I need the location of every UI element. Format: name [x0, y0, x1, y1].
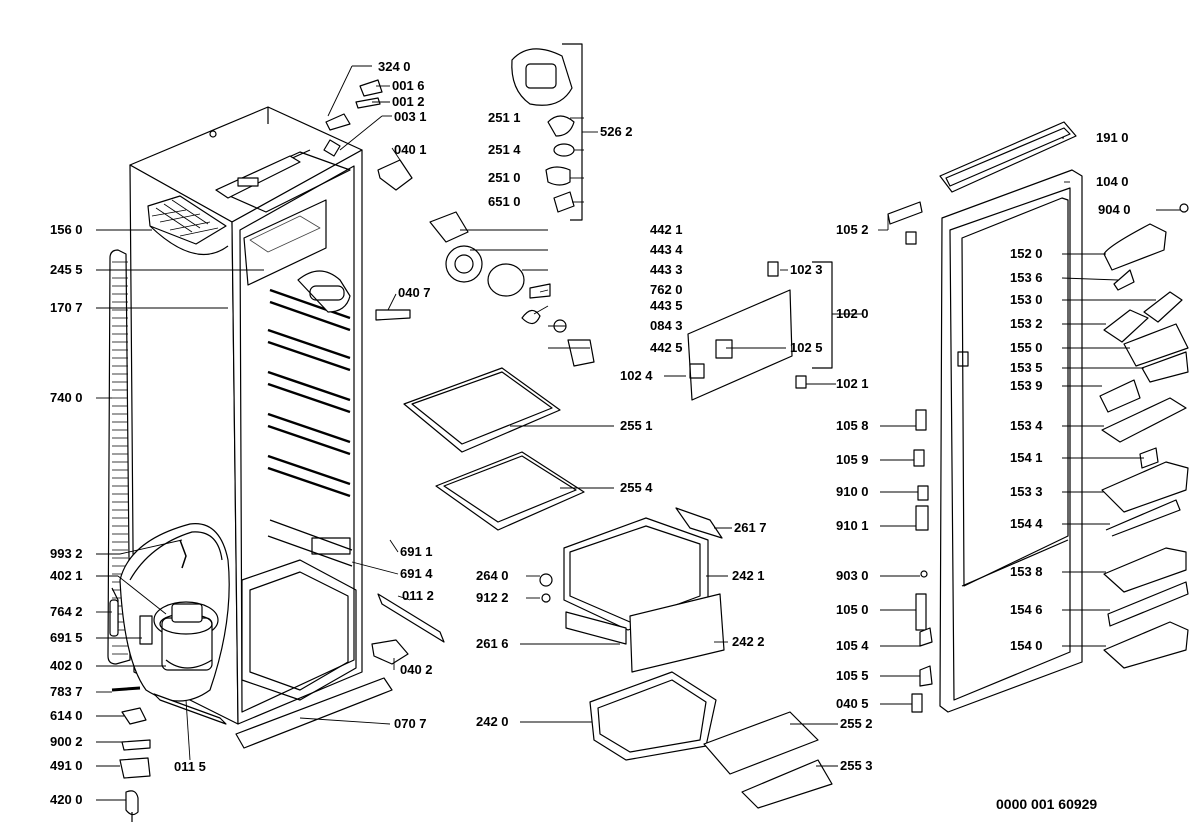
- part-label: 040 5: [836, 696, 869, 711]
- main-door: [939, 121, 1083, 713]
- part-label: 740 0: [50, 390, 83, 405]
- part-label: 153 8: [1010, 564, 1043, 579]
- part-label: 153 0: [1010, 292, 1043, 307]
- part-label: 255 2: [840, 716, 873, 731]
- part-label: 102 3: [790, 262, 823, 277]
- door-shelves: [1099, 203, 1189, 669]
- part-label: 011 5: [174, 759, 206, 774]
- part-label: 691 4: [400, 566, 433, 581]
- part-label: 153 9: [1010, 378, 1043, 393]
- top-hinge-parts: [323, 79, 413, 321]
- part-label: 402 0: [50, 658, 83, 673]
- ice-tray: [147, 195, 229, 255]
- part-label: 001 6: [392, 78, 425, 93]
- part-label: 191 0: [1096, 130, 1129, 145]
- condenser-coil: [107, 249, 131, 665]
- part-label: 003 1: [394, 109, 427, 124]
- part-label: 040 1: [394, 142, 427, 157]
- part-label: 251 0: [488, 170, 521, 185]
- part-label: 651 0: [488, 194, 521, 209]
- part-label: 442 1: [650, 222, 683, 237]
- part-label: 261 6: [476, 636, 509, 651]
- right-small-parts: [887, 201, 933, 713]
- part-label: 402 1: [50, 568, 83, 583]
- part-label: 245 5: [50, 262, 83, 277]
- part-label: 261 7: [734, 520, 767, 535]
- freezer-flap: [687, 261, 833, 401]
- part-label: 102 0: [836, 306, 869, 321]
- part-label: 526 2: [600, 124, 633, 139]
- part-label: 910 0: [836, 484, 869, 499]
- compressor-zoom: [109, 523, 230, 702]
- part-label: 154 0: [1010, 638, 1043, 653]
- part-label: 764 2: [50, 604, 83, 619]
- part-label: 255 1: [620, 418, 653, 433]
- part-label: 442 5: [650, 340, 683, 355]
- part-label: 255 3: [840, 758, 873, 773]
- bottom-small-parts: [111, 593, 445, 822]
- part-label: 102 1: [836, 376, 869, 391]
- part-label: 156 0: [50, 222, 83, 237]
- part-label: 443 3: [650, 262, 683, 277]
- part-label: 070 7: [394, 716, 427, 731]
- part-label: 105 8: [836, 418, 869, 433]
- part-label: 154 1: [1010, 450, 1043, 465]
- part-label: 102 5: [790, 340, 823, 355]
- part-label: 993 2: [50, 546, 83, 561]
- part-label: 491 0: [50, 758, 83, 773]
- lamp-assembly: [511, 43, 583, 221]
- part-label: 691 5: [50, 630, 83, 645]
- drawing-number: 0000 001 60929: [996, 796, 1098, 812]
- part-label: 251 1: [488, 110, 521, 125]
- part-label: 102 4: [620, 368, 653, 383]
- part-label: 904 0: [1098, 202, 1131, 217]
- part-label: 251 4: [488, 142, 521, 157]
- part-label: 170 7: [50, 300, 83, 315]
- part-label: 104 0: [1096, 174, 1129, 189]
- part-label: 783 7: [50, 684, 83, 699]
- part-label: 153 4: [1010, 418, 1043, 433]
- part-label: 040 2: [400, 662, 433, 677]
- part-label: 443 4: [650, 242, 683, 257]
- part-label: 443 5: [650, 298, 683, 313]
- part-label: 040 7: [398, 285, 431, 300]
- part-label: 153 2: [1010, 316, 1043, 331]
- part-label: 691 1: [400, 544, 433, 559]
- part-label: 420 0: [50, 792, 83, 807]
- part-label: 614 0: [50, 708, 83, 723]
- part-label: 155 0: [1010, 340, 1043, 355]
- glass-shelves: [403, 367, 585, 531]
- part-label: 105 2: [836, 222, 869, 237]
- part-label: 153 5: [1010, 360, 1043, 375]
- part-label: 324 0: [378, 59, 411, 74]
- part-label: 903 0: [836, 568, 869, 583]
- part-label: 084 3: [650, 318, 683, 333]
- part-label: 900 2: [50, 734, 83, 749]
- part-label: 001 2: [392, 94, 425, 109]
- part-label: 242 1: [732, 568, 765, 583]
- part-label: 154 6: [1010, 602, 1043, 617]
- part-label: 255 4: [620, 480, 653, 495]
- part-label: 105 5: [836, 668, 869, 683]
- part-label: 264 0: [476, 568, 509, 583]
- part-label: 242 0: [476, 714, 509, 729]
- part-label: 153 3: [1010, 484, 1043, 499]
- part-label: 011 2: [402, 588, 434, 603]
- leader-lines: [96, 65, 1180, 801]
- part-label: 242 2: [732, 634, 765, 649]
- part-label: 910 1: [836, 518, 869, 533]
- part-label: 105 9: [836, 452, 869, 467]
- part-label: 153 6: [1010, 270, 1043, 285]
- part-label: 762 0: [650, 282, 683, 297]
- part-label: 154 4: [1010, 516, 1043, 531]
- part-label: 912 2: [476, 590, 509, 605]
- part-label: 105 0: [836, 602, 869, 617]
- part-label: 105 4: [836, 638, 869, 653]
- crisper-drawers: [539, 507, 833, 809]
- part-label: 152 0: [1010, 246, 1043, 261]
